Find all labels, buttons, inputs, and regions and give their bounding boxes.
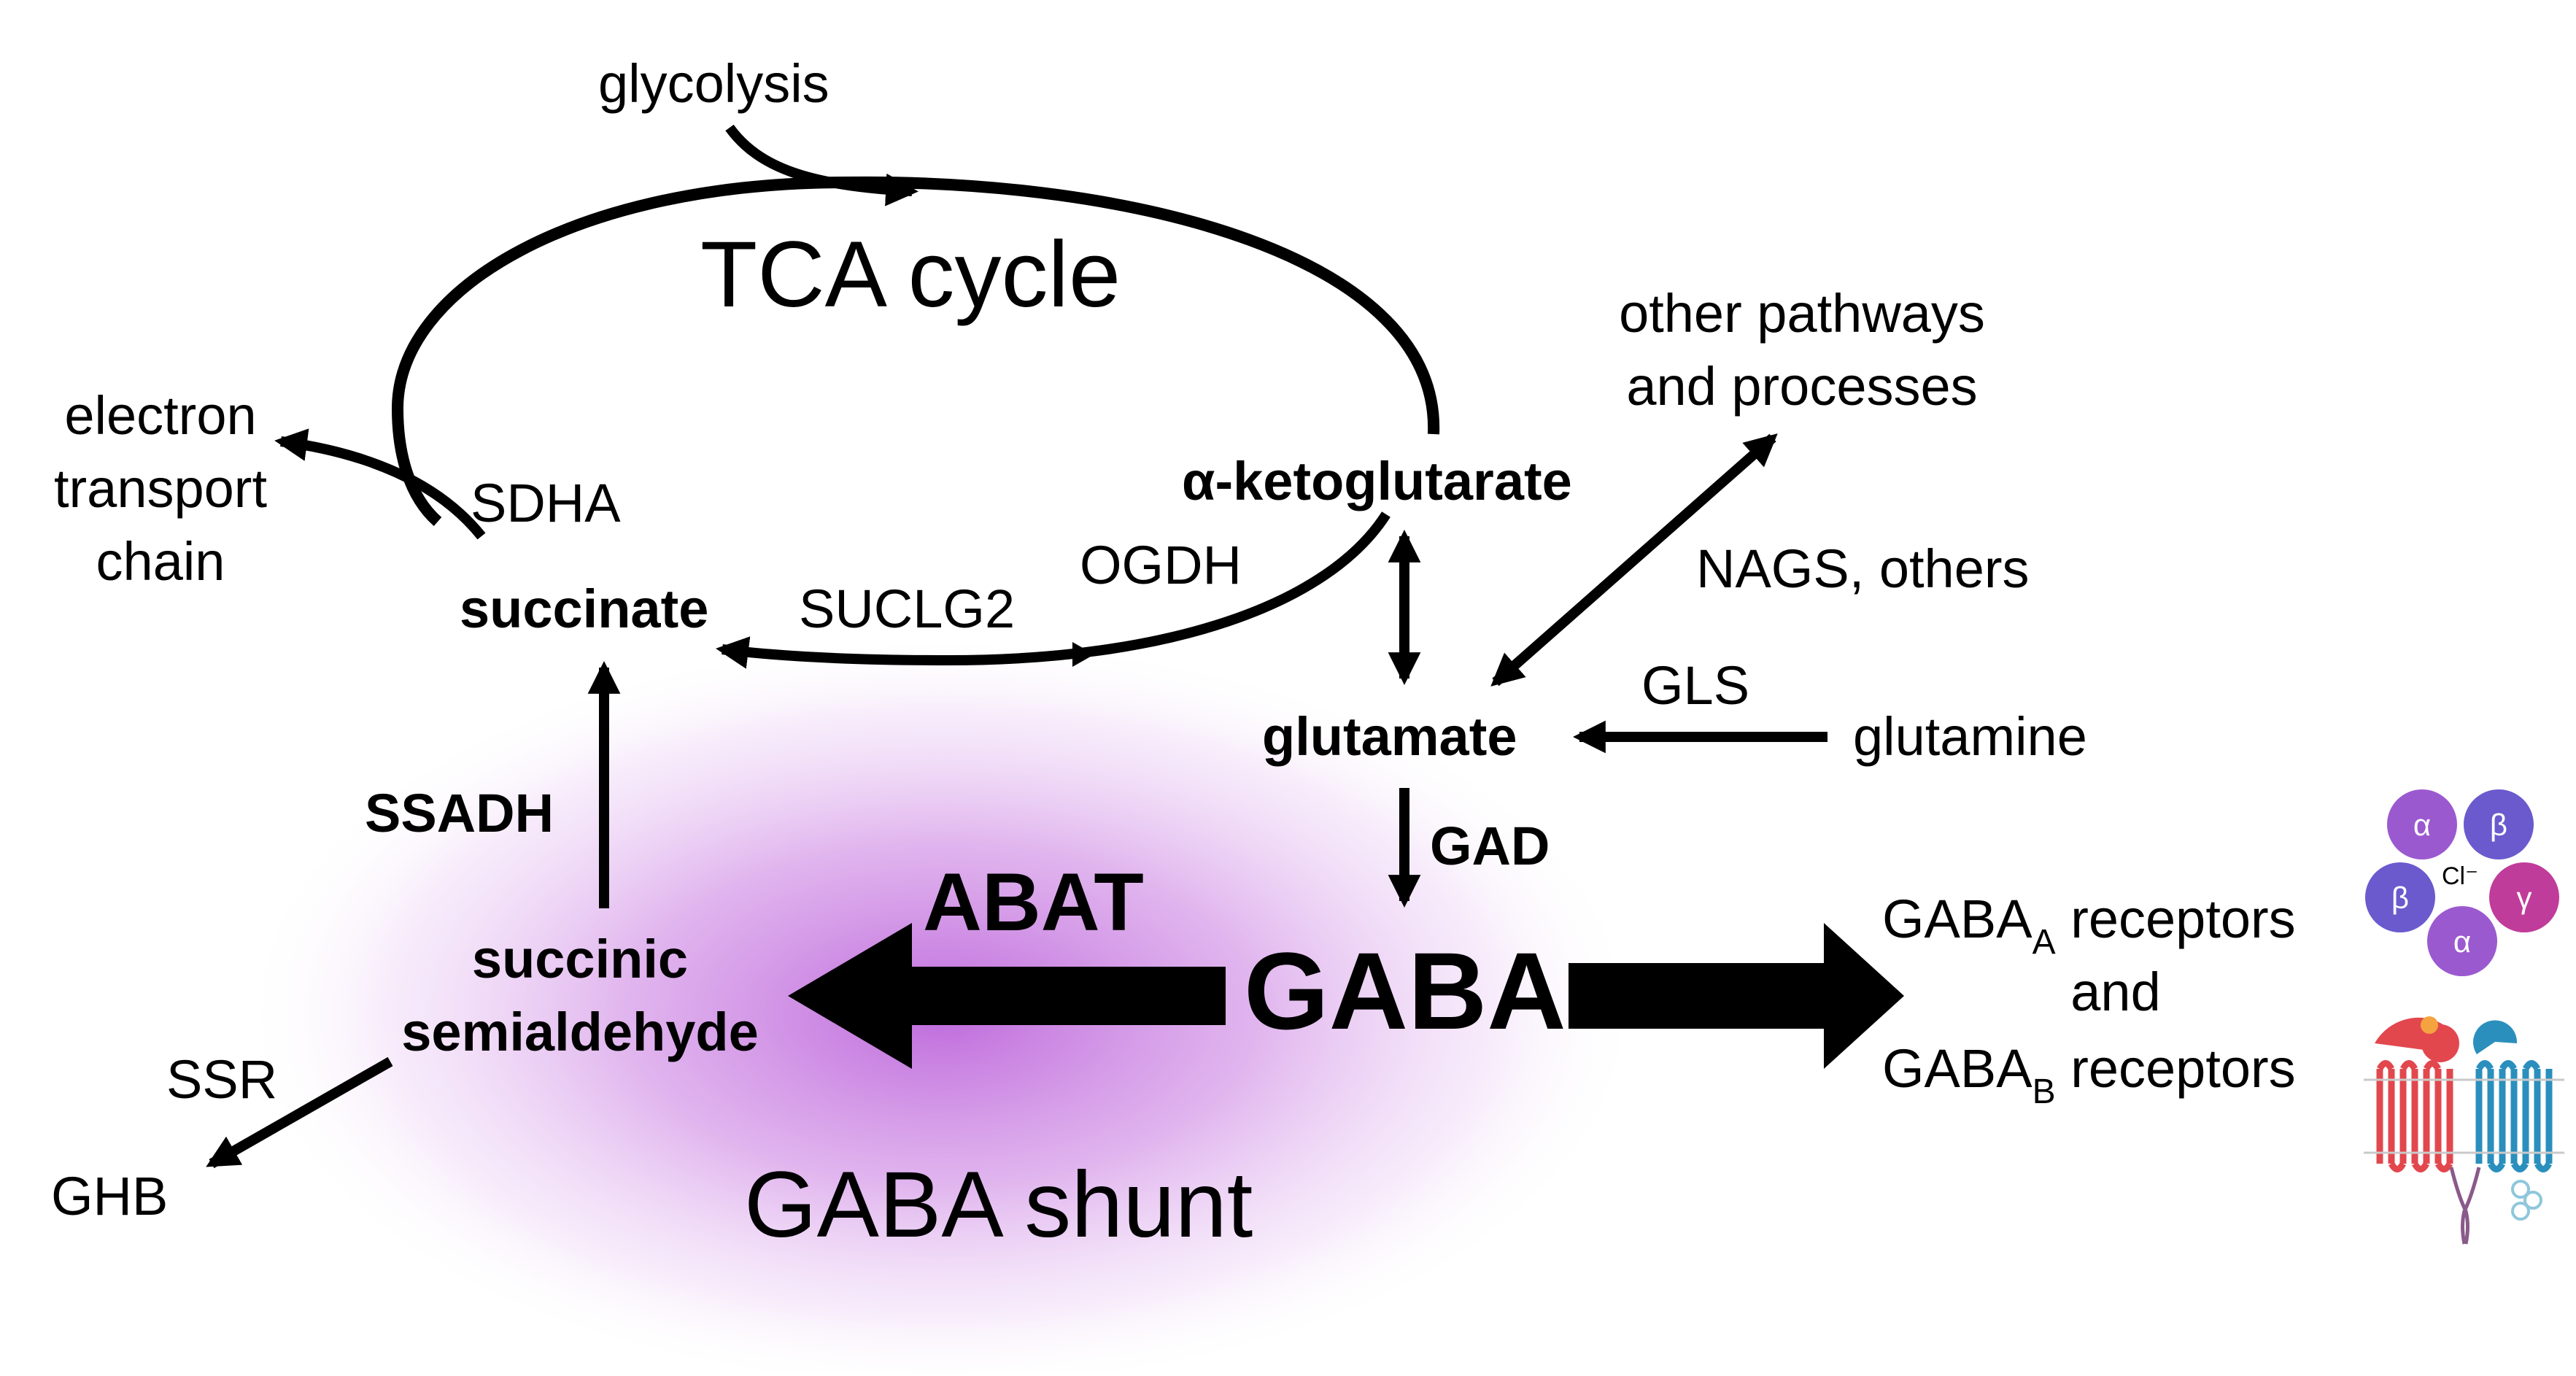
etc-label-line3: chain xyxy=(96,531,225,592)
gabab-red-helices xyxy=(2376,1060,2453,1172)
ssr-arrow xyxy=(206,1056,393,1169)
gaba-receptors-big-arrow xyxy=(1569,923,1904,1069)
tca-cycle-label: TCA cycle xyxy=(700,223,1121,327)
suclg2-label: SUCLG2 xyxy=(799,579,1015,639)
ghb-label: GHB xyxy=(51,1166,168,1226)
glutamate-label: glutamate xyxy=(1262,706,1517,767)
gaba-shunt-label: GABA shunt xyxy=(744,1153,1253,1257)
subunit-alpha-bottom xyxy=(2427,906,2497,976)
subunit-gamma-right xyxy=(2489,862,2559,932)
other-pathways-arrow xyxy=(1490,433,1778,687)
gls-label: GLS xyxy=(1641,655,1749,716)
g-protein-bead xyxy=(2511,1180,2530,1199)
gabab-blue-lobe xyxy=(2473,1020,2518,1054)
gabaa-receptor-icon: α β β γ α Cl⁻ xyxy=(2365,789,2559,976)
receptors-and-label: and xyxy=(2070,962,2160,1022)
etc-label-line1: electron xyxy=(64,385,256,446)
ssr-label: SSR xyxy=(166,1049,277,1110)
gabab-orange-ligand xyxy=(2421,1016,2438,1034)
other-pathways-line2: and processes xyxy=(1626,356,1977,417)
subunit-beta-top-right xyxy=(2464,789,2534,859)
gabab-c-tails xyxy=(2449,1167,2481,1245)
subunit-label: α xyxy=(2413,808,2431,842)
ssa-label-line2: semialdehyde xyxy=(401,1002,758,1062)
gabab-receptor-icon xyxy=(2364,1016,2564,1245)
gabab-receptors-label: GABAB receptors xyxy=(1882,1038,2296,1111)
etc-arrow xyxy=(274,428,486,540)
nags-label: NAGS, others xyxy=(1696,538,2030,599)
subunit-label: β xyxy=(2490,808,2507,842)
glycolysis-arrow xyxy=(725,124,918,206)
etc-label-line2: transport xyxy=(54,458,267,519)
ssa-label-line1: succinic xyxy=(472,929,688,989)
gabab-red-lobe xyxy=(2421,1024,2459,1062)
abat-label: ABAT xyxy=(923,857,1144,948)
akg-to-succinate-arrow xyxy=(716,511,1391,669)
succinate-label: succinate xyxy=(460,579,708,639)
chloride-label: Cl⁻ xyxy=(2442,862,2478,890)
alpha-kg-label: α-ketoglutarate xyxy=(1182,451,1572,511)
g-protein-bead xyxy=(2523,1191,2542,1210)
gad-label: GAD xyxy=(1430,816,1550,876)
subunit-label: γ xyxy=(2517,881,2532,915)
g-protein-bead xyxy=(2511,1202,2530,1221)
ssadh-label: SSADH xyxy=(365,783,554,843)
gabaa-receptors-label: GABAA receptors xyxy=(1882,889,2296,962)
subunit-alpha-top-left xyxy=(2387,789,2457,859)
glycolysis-label: glycolysis xyxy=(598,53,829,114)
subunit-beta-left xyxy=(2365,862,2435,932)
glutamine-label: glutamine xyxy=(1853,706,2087,767)
ogdh-arrowhead xyxy=(1072,642,1094,667)
subunit-label: α xyxy=(2453,924,2471,959)
tca-cycle-loop xyxy=(391,176,1440,527)
other-pathways-line1: other pathways xyxy=(1619,283,1985,344)
gaba-label: GABA xyxy=(1244,929,1566,1052)
abat-big-arrow xyxy=(788,923,1226,1069)
ogdh-label: OGDH xyxy=(1080,535,1242,595)
sdha-label: SDHA xyxy=(471,473,621,533)
gabab-blue-helices xyxy=(2475,1060,2553,1172)
subunit-label: β xyxy=(2391,881,2409,915)
